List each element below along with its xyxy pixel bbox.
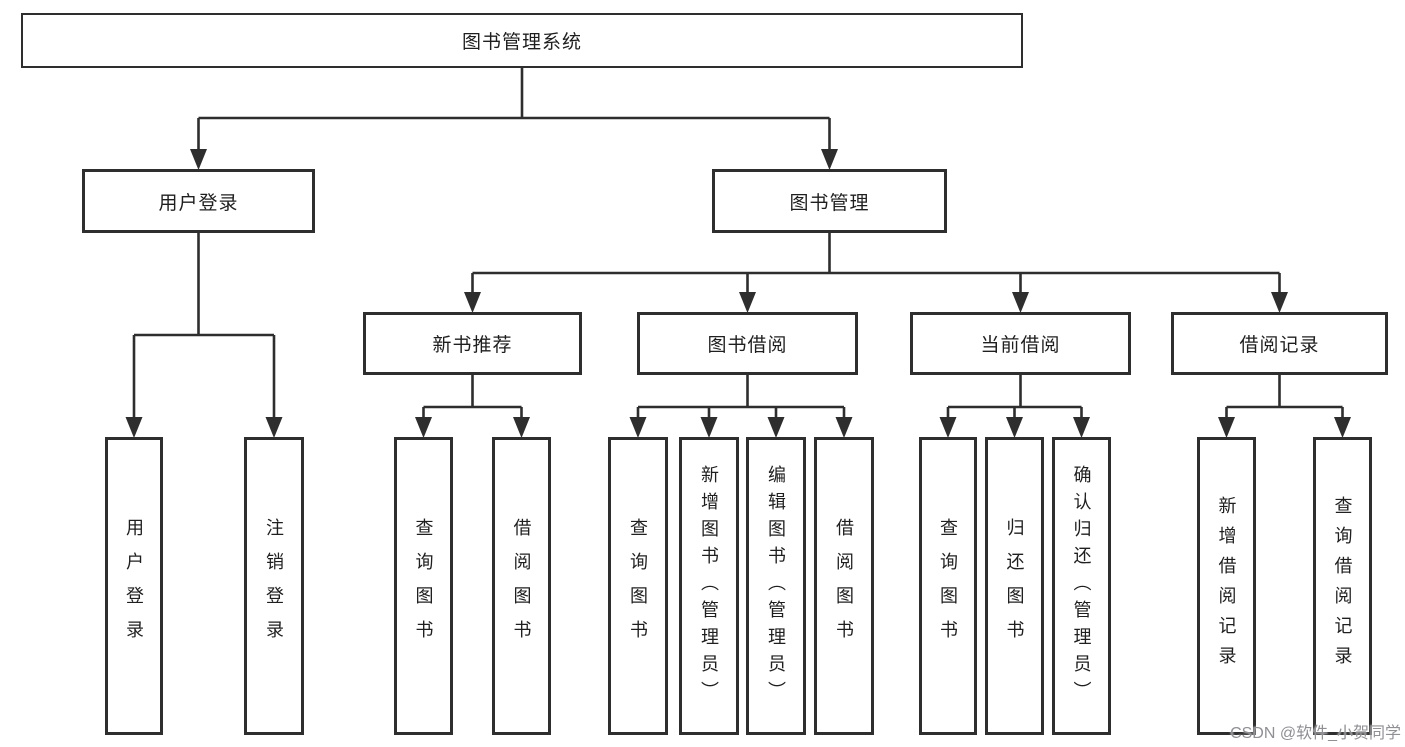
leaf-return-books: 归还图书 bbox=[985, 437, 1044, 735]
node-label: 新书推荐 bbox=[432, 335, 513, 356]
leaf-label: 编辑图书（管理员） bbox=[766, 464, 786, 708]
leaf-label: 查询图书 bbox=[413, 518, 434, 654]
leaf-add-books-admin: 新增图书（管理员） bbox=[679, 437, 739, 735]
leaf-query-books-borrow: 查询图书 bbox=[608, 437, 668, 735]
leaf-add-borrow-record: 新增借阅记录 bbox=[1197, 437, 1256, 735]
node-borrowing-records: 借阅记录 bbox=[1171, 312, 1388, 375]
leaf-query-borrow-record: 查询借阅记录 bbox=[1313, 437, 1372, 735]
leaf-label: 新增图书（管理员） bbox=[699, 464, 719, 708]
leaf-label: 归还图书 bbox=[1004, 518, 1025, 654]
node-label: 当前借阅 bbox=[980, 335, 1061, 356]
node-user-login: 用户登录 bbox=[82, 169, 315, 233]
node-new-book-recommendation: 新书推荐 bbox=[363, 312, 582, 375]
leaf-confirm-return-admin: 确认归还（管理员） bbox=[1052, 437, 1111, 735]
leaf-label: 新增借阅记录 bbox=[1216, 496, 1237, 676]
leaf-label: 用户登录 bbox=[124, 518, 144, 654]
node-current-borrowing: 当前借阅 bbox=[910, 312, 1131, 375]
leaf-user-login: 用户登录 bbox=[105, 437, 163, 735]
node-label: 借阅记录 bbox=[1239, 335, 1320, 356]
leaf-edit-books-admin: 编辑图书（管理员） bbox=[746, 437, 806, 735]
leaf-label: 借阅图书 bbox=[834, 518, 854, 654]
csdn-watermark: CSDN @软件_小贺同学 bbox=[1230, 725, 1401, 742]
leaf-borrow-books-recommend: 借阅图书 bbox=[492, 437, 551, 735]
node-book-management: 图书管理 bbox=[712, 169, 947, 233]
leaf-query-books-recommend: 查询图书 bbox=[394, 437, 453, 735]
leaf-query-books-current: 查询图书 bbox=[919, 437, 977, 735]
leaf-label: 查询图书 bbox=[628, 518, 648, 654]
leaf-label: 确认归还（管理员） bbox=[1071, 464, 1092, 708]
leaf-label: 借阅图书 bbox=[511, 518, 532, 654]
node-library-management-system: 图书管理系统 bbox=[21, 13, 1023, 68]
node-label: 图书借阅 bbox=[707, 335, 788, 356]
leaf-borrow-books: 借阅图书 bbox=[814, 437, 874, 735]
leaf-logout: 注销登录 bbox=[244, 437, 304, 735]
leaf-label: 查询图书 bbox=[938, 518, 958, 654]
leaf-label: 查询借阅记录 bbox=[1332, 496, 1353, 676]
node-book-borrowing: 图书借阅 bbox=[637, 312, 858, 375]
node-label: 图书管理系统 bbox=[461, 32, 582, 53]
leaf-label: 注销登录 bbox=[264, 518, 284, 654]
node-label: 用户登录 bbox=[158, 192, 239, 214]
node-label: 图书管理 bbox=[789, 192, 870, 214]
